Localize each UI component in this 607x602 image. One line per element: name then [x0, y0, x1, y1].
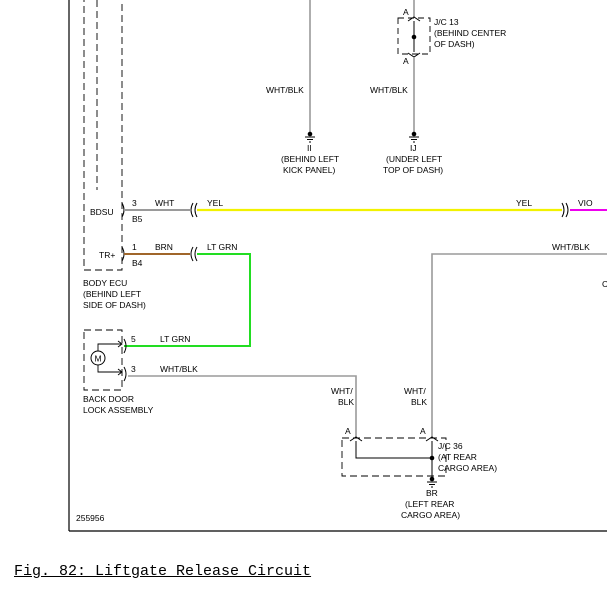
- jc13-connector-top: [407, 16, 421, 22]
- wire-label-wht-slash-2: WHT/: [404, 386, 426, 396]
- body-ecu-box: [83, 0, 123, 271]
- wire-label-wht: WHT: [155, 198, 174, 208]
- ground-br-dot: [429, 476, 435, 482]
- tr-pin-number: 1: [132, 242, 137, 252]
- connector-tr-inline: [190, 246, 198, 262]
- ground-ij-icon: [409, 136, 419, 143]
- wire-lt-grn: [124, 253, 251, 347]
- tr-connector-id: B4: [132, 258, 143, 268]
- wire-label-vio: VIO: [578, 198, 593, 208]
- ground-br-location-2: CARGO AREA): [401, 510, 460, 520]
- jc13-pin-bottom: A: [403, 56, 409, 66]
- jc36-splice-dot: [429, 455, 435, 461]
- body-ecu-pin-label-tr: TR+: [99, 250, 115, 260]
- motor-symbol: M: [95, 354, 102, 364]
- ground-ij-dot: [411, 131, 417, 137]
- jc13-name: J/C 13: [434, 17, 459, 27]
- jc36-connector-right: [425, 436, 439, 442]
- wire-label-blk-b: BLK: [411, 397, 427, 407]
- motor-connector-top: [123, 338, 127, 354]
- motor-pin-3: 3: [131, 364, 136, 374]
- wire-label-lt-grn-motor: LT GRN: [160, 334, 190, 344]
- body-ecu-location-2: SIDE OF DASH): [83, 300, 146, 310]
- ground-br-id: BR: [426, 488, 438, 498]
- jc36-connector-left: [349, 436, 363, 442]
- body-ecu-title: BODY ECU: [83, 278, 127, 288]
- ground-ij-location-1: (UNDER LEFT: [386, 154, 442, 164]
- wire-label-wht-blk-ij: WHT/BLK: [370, 85, 408, 95]
- motor-connector-bottom: [123, 366, 127, 382]
- wire-label-brn: BRN: [155, 242, 173, 252]
- ground-ii-icon: [305, 136, 315, 143]
- motor-pin-5: 5: [131, 334, 136, 344]
- jc13-splice-dot: [411, 34, 417, 40]
- wire-label-lt-grn-top: LT GRN: [207, 242, 237, 252]
- ground-ij-id: IJ: [410, 143, 417, 153]
- edge-fragment-label: C: [602, 279, 607, 289]
- wire-label-wht-blk-ii: WHT/BLK: [266, 85, 304, 95]
- jc36-location-2: CARGO AREA): [438, 463, 497, 473]
- jc13-location-1: (BEHIND CENTER: [434, 28, 506, 38]
- back-door-title-1: BACK DOOR: [83, 394, 134, 404]
- jc13-location-2: OF DASH): [434, 39, 475, 49]
- bdsu-connector-id: B5: [132, 214, 143, 224]
- motor-lead-top: [97, 343, 121, 351]
- ground-br-location-1: (LEFT REAR: [405, 499, 454, 509]
- ground-br-icon: [427, 481, 437, 488]
- jc13-pin-top: A: [403, 7, 409, 17]
- wire-label-wht-slash: WHT/: [331, 386, 353, 396]
- figure-id: 255956: [76, 513, 105, 523]
- wire-label-wht-blk-right: WHT/BLK: [552, 242, 590, 252]
- ground-ii-location-1: (BEHIND LEFT: [281, 154, 339, 164]
- jc36-internal-left: [355, 441, 432, 459]
- body-ecu-pin-label-bdsu: BDSU: [90, 207, 114, 217]
- ground-ij-location-2: TOP OF DASH): [383, 165, 443, 175]
- motor-pin-arrow-top: [117, 340, 123, 348]
- motor-lead-bottom: [97, 365, 121, 373]
- jc36-box: [341, 437, 447, 477]
- jc36-location-1: (AT REAR: [438, 452, 477, 462]
- wire-label-yel-left: YEL: [207, 198, 223, 208]
- jc36-pin-left: A: [345, 426, 351, 436]
- connector-bdsu-inline: [190, 202, 198, 218]
- connector-vio-inline: [561, 202, 569, 218]
- jc36-name: J/C 36: [438, 441, 463, 451]
- wire-label-wht-blk-motor: WHT/BLK: [160, 364, 198, 374]
- back-door-lock-box: [83, 329, 123, 391]
- back-door-title-2: LOCK ASSEMBLY: [83, 405, 154, 415]
- body-ecu-location-1: (BEHIND LEFT: [83, 289, 141, 299]
- wire-label-yel-right: YEL: [516, 198, 532, 208]
- ground-ii-dot: [307, 131, 313, 137]
- figure-caption: Fig. 82: Liftgate Release Circuit: [14, 563, 312, 580]
- jc36-pin-right: A: [420, 426, 426, 436]
- wire-wht-blk-right: [431, 253, 607, 438]
- ground-ii-location-2: KICK PANEL): [283, 165, 335, 175]
- wire-wht-blk-motor: [128, 375, 357, 438]
- motor-pin-arrow-bottom: [117, 368, 123, 376]
- ground-ii-id: II: [307, 143, 312, 153]
- wire-label-blk-a: BLK: [338, 397, 354, 407]
- bdsu-pin-number: 3: [132, 198, 137, 208]
